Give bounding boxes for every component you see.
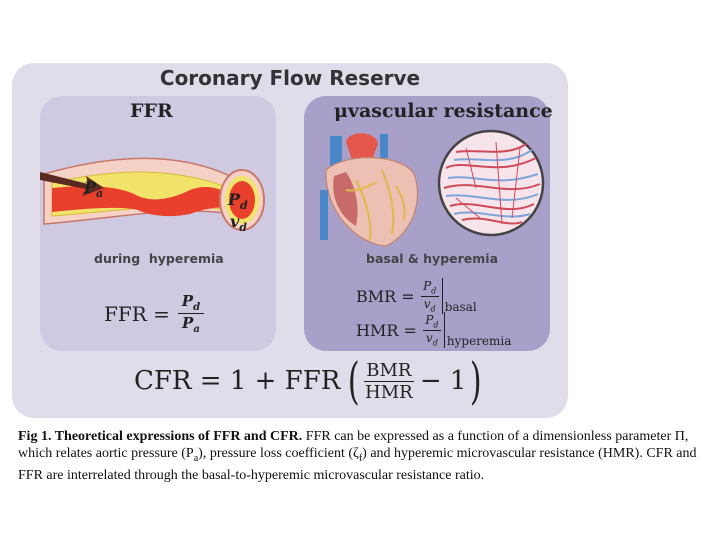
diagram-title: Coronary Flow Reserve [12,66,568,90]
bmr-formula: BMR = Pd vd basal [356,278,477,314]
cfr-denominator: HMR [365,382,413,403]
hmr-numerator: Pd [425,313,438,329]
microvasculature-illustration [436,128,546,238]
heart-illustration [316,130,426,250]
pd-label: Pd [228,190,248,212]
left-paren: ( [348,356,360,406]
hmr-eval-label: hyperemia [447,334,512,348]
hmr-formula: HMR = Pd vd hyperemia [356,312,511,348]
right-paren: ) [470,356,482,406]
caption-text2: ), pressure loss coefficient (ζ [198,446,359,461]
figure-caption: Fig 1. Theoretical expressions of FFR an… [18,428,698,484]
bmr-fraction: Pd vd [421,279,439,313]
hmr-denominator: vd [426,331,438,347]
caption-bold: Fig 1. Theoretical expressions of FFR an… [18,429,302,444]
pa-label: Pa [84,178,103,200]
ffr-denominator: Pa [182,314,200,335]
microvascular-condition-label: basal & hyperemia [366,251,498,266]
ffr-fraction: Pd Pa [178,292,204,335]
hmr-fraction: Pd vd [423,313,441,347]
bmr-numerator: Pd [423,279,436,295]
cfr-formula-tail: − 1 [420,366,467,396]
cfr-formula: CFR = 1 + FFR ( BMR HMR − 1 ) [134,356,486,406]
ffr-condition-label: during hyperemia [94,251,224,266]
ffr-panel-title: FFR [130,100,173,122]
ffr-formula-lhs: FFR = [104,302,170,326]
cfr-numerator: BMR [366,360,411,381]
ffr-formula: FFR = Pd Pa [104,292,204,335]
cfr-fraction: BMR HMR [364,360,414,403]
bmr-denominator: vd [424,297,436,313]
microvascular-panel-title: μvascular resistance [334,100,553,122]
ffr-numerator: Pd [182,292,200,313]
vd-label: vd [230,212,247,234]
cfr-formula-lhs: CFR = 1 + FFR [134,366,340,396]
bmr-formula-lhs: BMR = [356,287,415,306]
hmr-formula-lhs: HMR = [356,321,417,340]
